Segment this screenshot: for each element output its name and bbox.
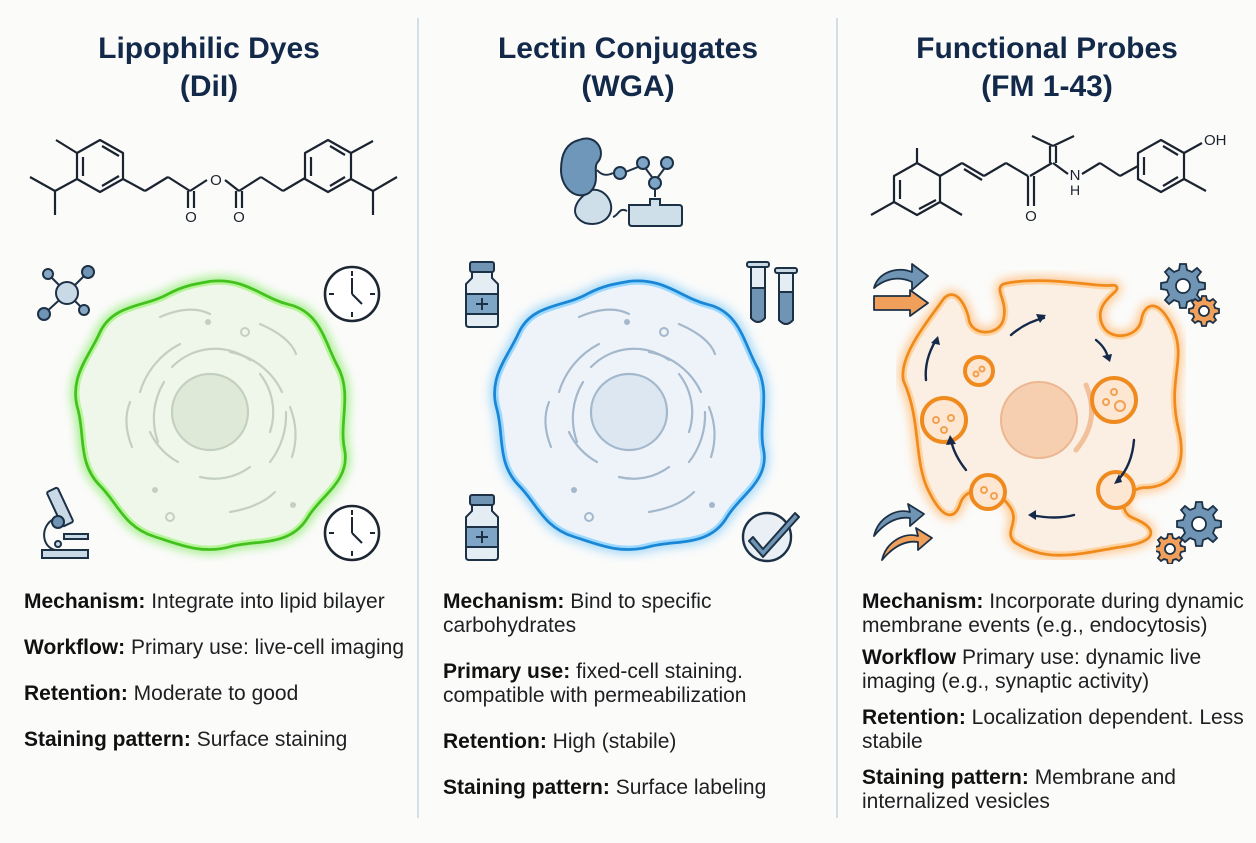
cell-membrane-stained-green — [60, 262, 360, 562]
property-mechanism: Mechanism: Bind to specific carbohydrate… — [443, 590, 712, 637]
svg-text:H: H — [1070, 182, 1080, 198]
microscope-icon — [41, 486, 89, 559]
title-line2: (WGA) — [581, 70, 675, 103]
fm143-chemical-structure-icon: OH O N H — [870, 132, 1227, 225]
lectin-glycan-binding-icon — [559, 137, 683, 227]
vial-icon — [465, 261, 499, 328]
column-title: Functional Probes (FM 1-43) — [838, 30, 1256, 106]
molecule-icon — [37, 265, 95, 321]
property-workflow: Workflow: Primary use: live-cell imaging — [24, 636, 405, 659]
column-lipophilic-dyes: Lipophilic Dyes (DiI) O O O — [0, 0, 418, 843]
column-title: Lectin Conjugates (WGA) — [419, 30, 837, 106]
gears-icon — [1160, 263, 1220, 327]
property-staining-pattern: Staining pattern: Surface labeling — [443, 776, 767, 799]
property-retention: Retention: Moderate to good — [24, 682, 299, 705]
cell-membrane-stained-blue — [479, 262, 779, 562]
properties-list: Mechanism: Bind to specific carbohydrate… — [443, 590, 827, 822]
property-primary-use: Primary use: fixed-cell staining. compat… — [443, 660, 747, 707]
column-divider — [836, 18, 838, 818]
property-retention: Retention: High (stabile) — [443, 730, 677, 753]
property-staining-pattern: Staining pattern: Surface staining — [24, 728, 348, 751]
svg-text:N: N — [1070, 167, 1081, 184]
title-line1: Functional Probes — [916, 32, 1178, 65]
property-workflow: Workflow Primary use: dynamic live imagi… — [862, 646, 1202, 693]
column-functional-probes: Functional Probes (FM 1-43) OH O N — [838, 0, 1256, 843]
column-lectin-conjugates: Lectin Conjugates (WGA) — [419, 0, 837, 843]
check-circle-icon — [741, 511, 800, 563]
dil-chemical-structure-icon: O O O — [29, 138, 398, 226]
column-title: Lipophilic Dyes (DiI) — [0, 30, 418, 106]
property-staining-pattern: Staining pattern: Membrane and internali… — [862, 766, 1176, 813]
property-mechanism: Mechanism: Integrate into lipid bilayer — [24, 590, 385, 613]
svg-text:OH: OH — [1204, 132, 1227, 149]
svg-text:O: O — [1025, 208, 1037, 225]
clock-icon — [323, 265, 381, 323]
test-tubes-icon — [746, 261, 798, 325]
clock-icon — [323, 504, 381, 562]
svg-text:O: O — [185, 209, 197, 226]
svg-text:O: O — [210, 172, 222, 189]
property-mechanism: Mechanism: Incorporate during dynamic me… — [862, 590, 1244, 637]
properties-list: Mechanism: Integrate into lipid bilayer … — [24, 590, 408, 774]
title-line2: (DiI) — [179, 70, 239, 103]
cell-membrane-endocytosis-orange — [896, 270, 1186, 560]
svg-text:O: O — [233, 209, 245, 226]
column-divider — [417, 18, 419, 818]
arrows-icon — [873, 503, 933, 561]
vial-icon — [465, 494, 499, 561]
title-line2: (FM 1-43) — [981, 70, 1113, 103]
arrows-icon — [873, 263, 929, 317]
title-line1: Lectin Conjugates — [497, 32, 759, 65]
properties-list: Mechanism: Incorporate during dynamic me… — [862, 590, 1246, 836]
title-line1: Lipophilic Dyes — [98, 32, 320, 65]
property-retention: Retention: Localization dependent. Less … — [862, 706, 1244, 753]
gears-icon — [1156, 501, 1222, 564]
